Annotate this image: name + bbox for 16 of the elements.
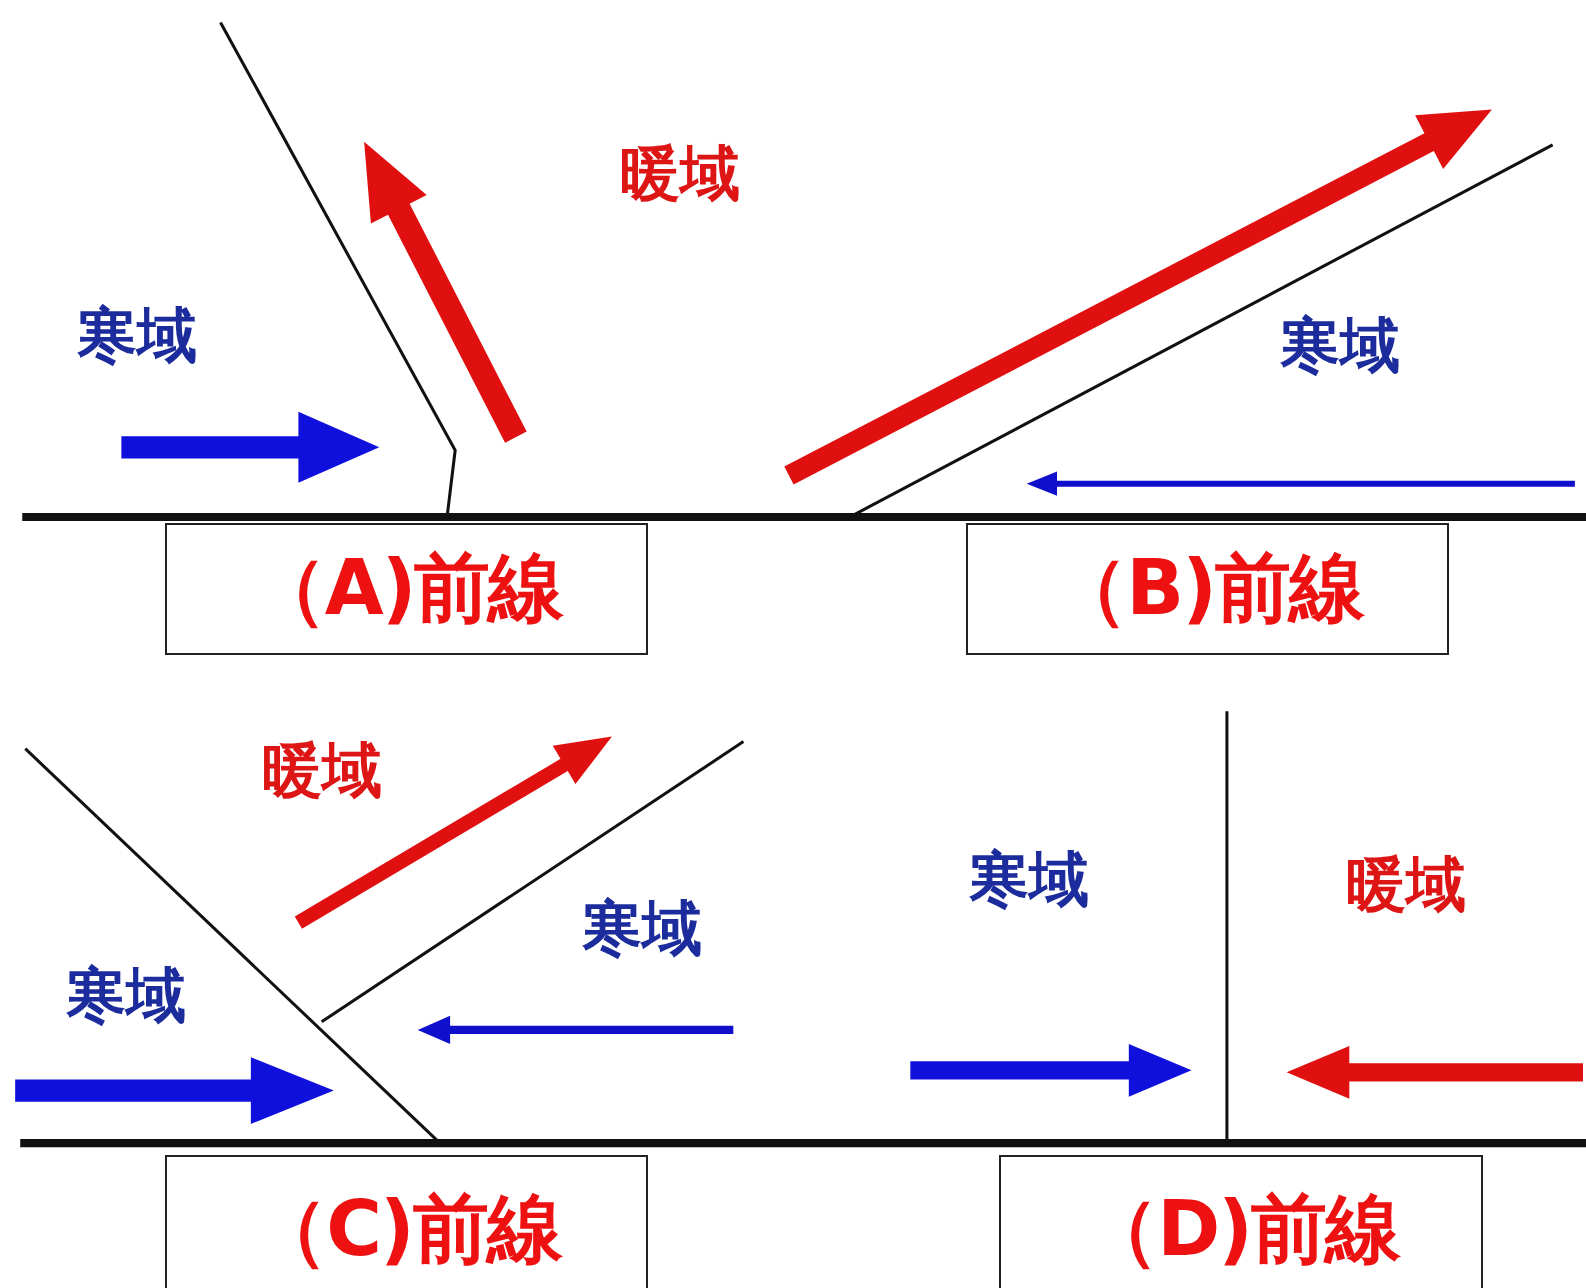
- air-mass-label: 寒域: [582, 891, 703, 965]
- air-mass-label: 暖域: [1345, 847, 1466, 921]
- front-label-box: [164, 522, 649, 656]
- air-mass-label: 暖域: [619, 136, 740, 210]
- front-name: （D)前線: [1083, 1183, 1399, 1276]
- air-mass-label: 暖域: [261, 733, 382, 807]
- front-name: （C)前線: [252, 1183, 561, 1276]
- front-label-box: [164, 1155, 649, 1288]
- air-mass-label: 寒域: [968, 842, 1089, 916]
- air-mass-label: 寒域: [66, 958, 187, 1032]
- front-label-box: [999, 1155, 1483, 1288]
- front-name: （B)前線: [1052, 541, 1364, 634]
- air-mass-label: 寒域: [1280, 308, 1401, 382]
- front-label-box: [965, 522, 1450, 656]
- front-name: （A)前線: [250, 541, 563, 634]
- air-mass-label: 寒域: [76, 298, 197, 372]
